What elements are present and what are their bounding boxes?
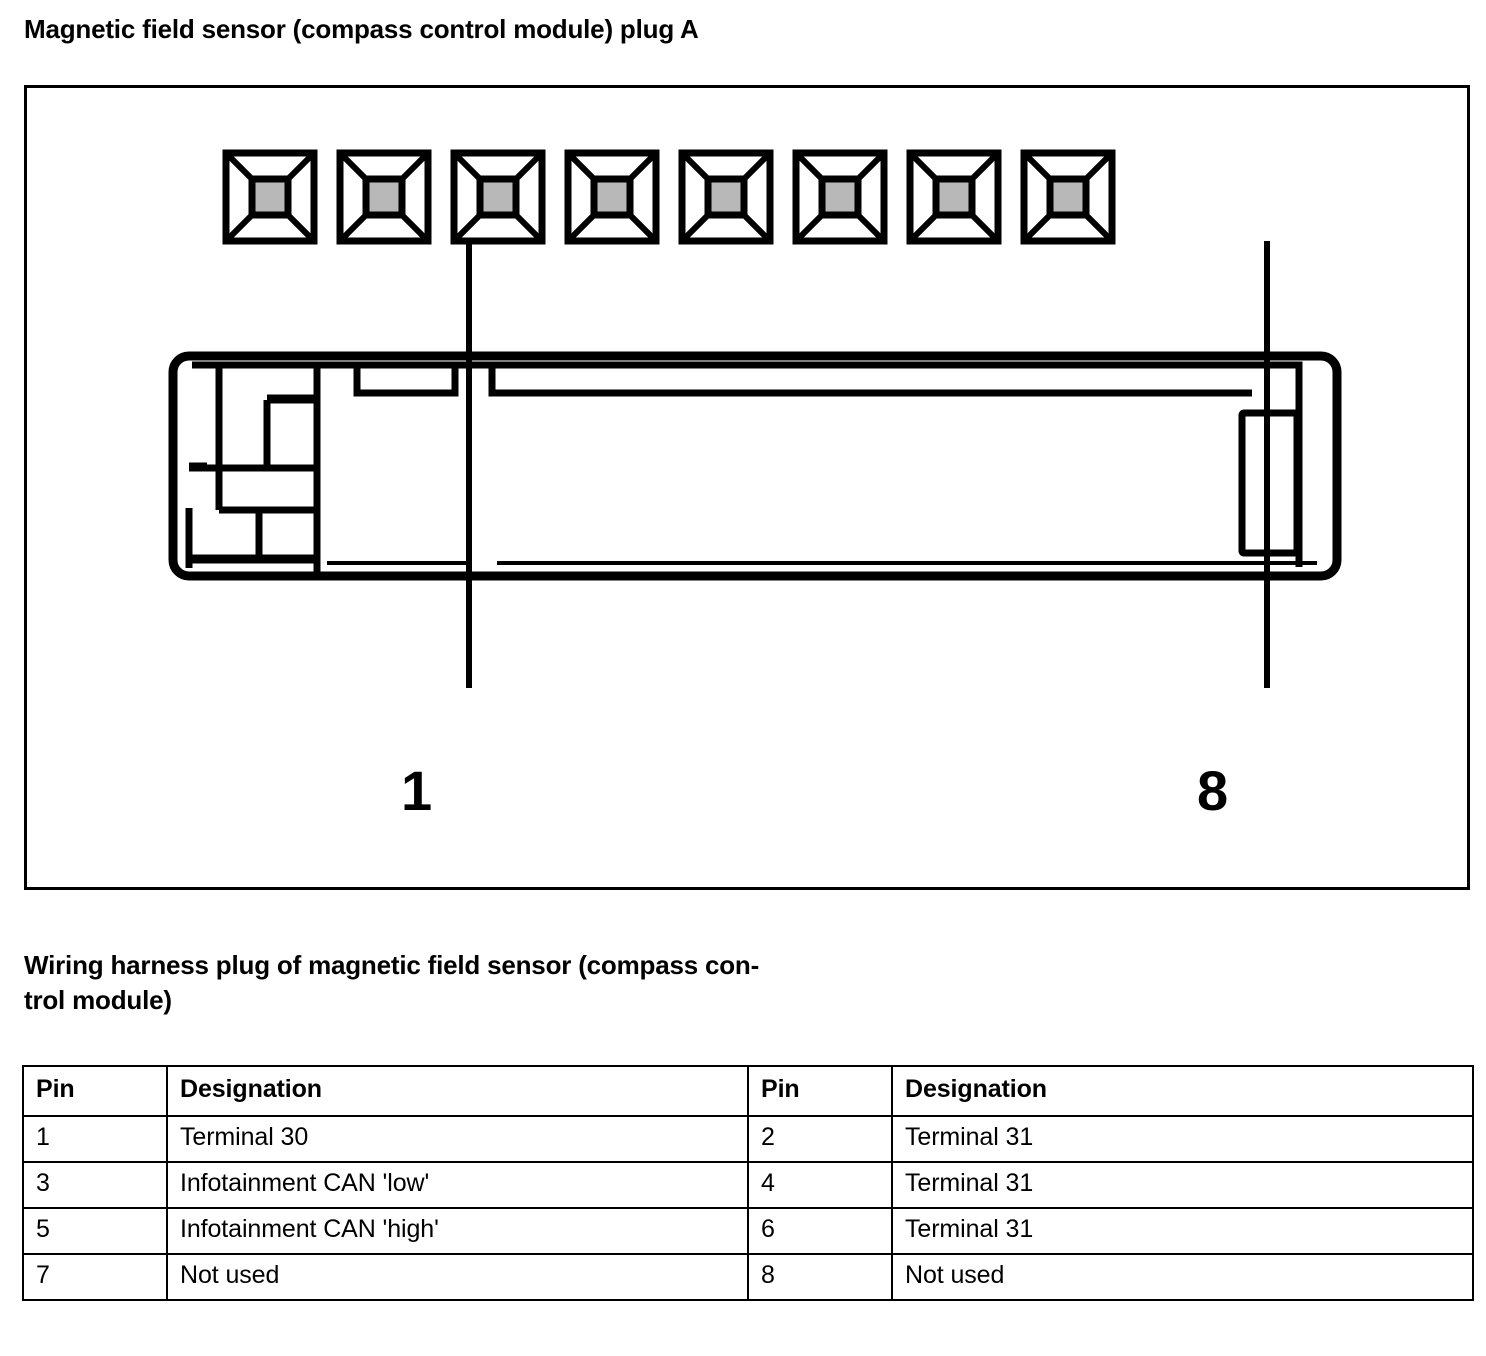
- pin-callout-1: 1: [401, 759, 433, 822]
- pin-socket: [1020, 149, 1116, 245]
- cell-designation: Terminal 30: [166, 1115, 749, 1163]
- cell-designation: Infotainment CAN 'high': [166, 1207, 749, 1255]
- cell-designation: Not used: [891, 1253, 1474, 1301]
- cell-pin: 5: [22, 1207, 168, 1255]
- cell-designation: Terminal 31: [891, 1115, 1474, 1163]
- diagram-caption: Wiring harness plug of magnetic field se…: [24, 948, 924, 1018]
- connector-diagram-frame: 1 8: [24, 85, 1470, 890]
- cell-designation: Not used: [166, 1253, 749, 1301]
- connector-body-outline: [168, 351, 1342, 581]
- header-pin-right: Pin: [747, 1065, 893, 1117]
- caption-line-1: Wiring harness plug of magnetic field se…: [24, 950, 760, 980]
- cell-pin: 7: [22, 1253, 168, 1301]
- header-designation-right: Designation: [891, 1065, 1474, 1117]
- table-row: 5 Infotainment CAN 'high' 6 Terminal 31: [22, 1207, 1474, 1255]
- cell-designation: Terminal 31: [891, 1207, 1474, 1255]
- cell-pin: 4: [747, 1161, 893, 1209]
- pin-assignment-table: Pin Designation Pin Designation 1 Termin…: [22, 1065, 1474, 1301]
- cell-designation: Infotainment CAN 'low': [166, 1161, 749, 1209]
- table-row: 1 Terminal 30 2 Terminal 31: [22, 1115, 1474, 1163]
- pin-socket: [564, 149, 660, 245]
- cell-pin: 3: [22, 1161, 168, 1209]
- pin-socket: [678, 149, 774, 245]
- cell-designation: Terminal 31: [891, 1161, 1474, 1209]
- table-header-row: Pin Designation Pin Designation: [22, 1065, 1474, 1117]
- cell-pin: 8: [747, 1253, 893, 1301]
- diagram-mask: [207, 398, 317, 508]
- table-row: 7 Not used 8 Not used: [22, 1253, 1474, 1301]
- header-pin-left: Pin: [22, 1065, 168, 1117]
- pin-socket: [222, 149, 318, 245]
- pin-callout-8: 8: [1197, 759, 1229, 822]
- table-row: 3 Infotainment CAN 'low' 4 Terminal 31: [22, 1161, 1474, 1209]
- pin-socket: [792, 149, 888, 245]
- cell-pin: 6: [747, 1207, 893, 1255]
- page-title: Magnetic field sensor (compass control m…: [24, 14, 699, 44]
- cell-pin: 1: [22, 1115, 168, 1163]
- callout-leader-lines: [466, 241, 1270, 688]
- header-designation-left: Designation: [166, 1065, 749, 1117]
- connector-latch-overlay: [185, 365, 321, 578]
- caption-line-2: trol module): [24, 985, 172, 1016]
- pin-socket: [906, 149, 1002, 245]
- pin-socket: [336, 149, 432, 245]
- pin-socket: [450, 149, 546, 245]
- cell-pin: 2: [747, 1115, 893, 1163]
- pin-socket-row: [222, 149, 1116, 245]
